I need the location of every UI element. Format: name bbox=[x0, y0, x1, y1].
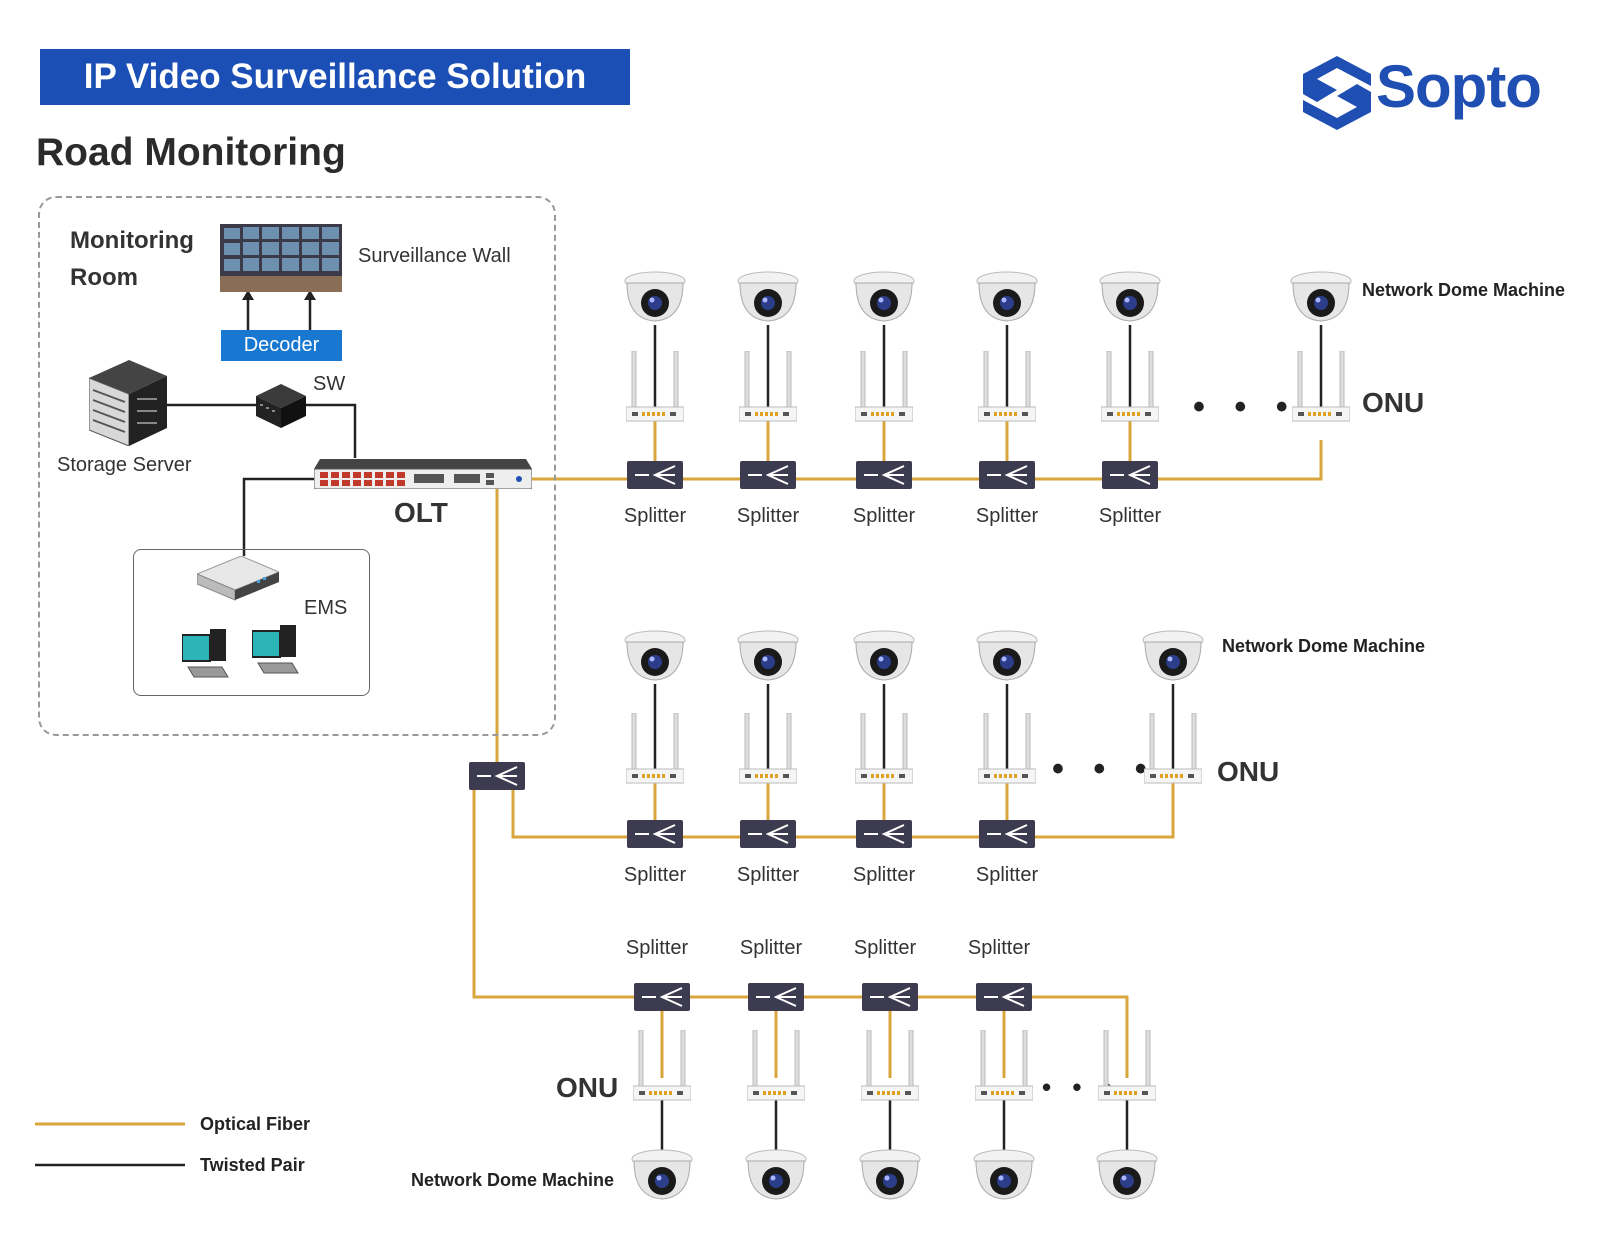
splitter-label: Splitter bbox=[623, 864, 687, 886]
dome-label-row3: Network Dome Machine bbox=[411, 1170, 615, 1190]
splitter-icon bbox=[1102, 461, 1158, 489]
onu-router-icon bbox=[978, 713, 1036, 784]
dome-camera-icon bbox=[624, 271, 686, 322]
splitter-icon bbox=[740, 461, 796, 489]
dots-row2: • • • bbox=[1052, 750, 1157, 788]
dome-label-row2: Network Dome Machine bbox=[1222, 636, 1426, 656]
storage-server-label: Storage Server bbox=[57, 454, 192, 476]
dome-camera-icon bbox=[853, 271, 915, 322]
dome-label-row1: Network Dome Machine bbox=[1362, 280, 1566, 300]
splitter-icon bbox=[740, 820, 796, 848]
splitter-label: Splitter bbox=[975, 505, 1039, 527]
splitter-icon bbox=[976, 983, 1032, 1011]
surveillance-wall-icon bbox=[220, 224, 342, 292]
onu-router-icon bbox=[1144, 713, 1202, 784]
olt-icon bbox=[314, 459, 532, 489]
splitter-label: Splitter bbox=[736, 864, 800, 886]
splitter-label: Splitter bbox=[975, 864, 1039, 886]
onu-router-icon bbox=[1101, 351, 1159, 422]
dome-camera-icon bbox=[859, 1149, 921, 1200]
splitter-label: Splitter bbox=[625, 937, 689, 959]
splitter-icon bbox=[634, 983, 690, 1011]
splitter-label: Splitter bbox=[967, 937, 1031, 959]
onu-router-icon bbox=[739, 351, 797, 422]
storage-server-icon bbox=[89, 360, 167, 446]
splitter-label: Splitter bbox=[739, 937, 803, 959]
splitter-icon bbox=[856, 461, 912, 489]
decoder-box: Decoder bbox=[221, 330, 342, 361]
monitoring-room-title-line2: Room bbox=[70, 264, 138, 291]
dots-row1: • • • bbox=[1193, 388, 1298, 426]
olt-label: OLT bbox=[394, 497, 448, 528]
splitter-icon bbox=[862, 983, 918, 1011]
monitoring-room-box bbox=[38, 196, 556, 736]
onu-router-icon bbox=[855, 351, 913, 422]
ems-computer-right-icon bbox=[252, 625, 299, 674]
onu-router-icon bbox=[739, 713, 797, 784]
splitter-icon bbox=[979, 461, 1035, 489]
brand-name: Sopto bbox=[1376, 53, 1542, 120]
onu-router-icon bbox=[747, 1030, 805, 1101]
dome-camera-icon bbox=[1099, 271, 1161, 322]
onu-router-icon bbox=[978, 351, 1036, 422]
splitter-label: Splitter bbox=[852, 505, 916, 527]
onu-router-icon bbox=[626, 713, 684, 784]
onu-router-icon bbox=[861, 1030, 919, 1101]
section-subtitle: Road Monitoring bbox=[36, 131, 346, 174]
dome-camera-icon bbox=[1290, 271, 1352, 322]
splitter-icon bbox=[979, 820, 1035, 848]
dome-camera-icon bbox=[1096, 1149, 1158, 1200]
ems-computer-left-icon bbox=[182, 629, 229, 678]
ems-server-icon bbox=[197, 556, 279, 601]
onu-label-row3: ONU bbox=[556, 1072, 619, 1103]
splitter-icon bbox=[748, 983, 804, 1011]
splitter-label: Splitter bbox=[852, 864, 916, 886]
onu-router-icon bbox=[633, 1030, 691, 1101]
dome-camera-icon bbox=[973, 1149, 1035, 1200]
dome-camera-icon bbox=[737, 630, 799, 681]
dome-camera-icon bbox=[976, 271, 1038, 322]
onu-label-row1: ONU bbox=[1362, 387, 1425, 418]
splitter-icon bbox=[627, 461, 683, 489]
onu-router-icon bbox=[1098, 1030, 1156, 1101]
onu-label-row2: ONU bbox=[1217, 756, 1280, 787]
onu-router-icon bbox=[1292, 351, 1350, 422]
switch-label: SW bbox=[313, 373, 346, 395]
legend-fiber-label: Optical Fiber bbox=[200, 1114, 311, 1134]
onu-router-icon bbox=[855, 713, 913, 784]
onu-router-icon bbox=[975, 1030, 1033, 1101]
page-title: IP Video Surveillance Solution bbox=[40, 49, 630, 105]
splitter-label: Splitter bbox=[736, 505, 800, 527]
splitter-icon bbox=[856, 820, 912, 848]
splitter-label: Splitter bbox=[623, 505, 687, 527]
splitter-icon bbox=[469, 762, 525, 790]
ems-box bbox=[133, 549, 370, 696]
monitoring-room-title: Monitoring Room bbox=[70, 222, 194, 296]
dome-camera-icon bbox=[624, 630, 686, 681]
dome-camera-icon bbox=[631, 1149, 693, 1200]
surveillance-wall-label: Surveillance Wall bbox=[358, 245, 511, 267]
dome-camera-icon bbox=[853, 630, 915, 681]
switch-icon bbox=[256, 384, 306, 428]
splitter-label: Splitter bbox=[1098, 505, 1162, 527]
legend-twisted-label: Twisted Pair bbox=[200, 1155, 305, 1175]
decoder-arrows bbox=[242, 290, 316, 300]
monitoring-room-title-line1: Monitoring bbox=[70, 227, 194, 254]
dome-camera-icon bbox=[976, 630, 1038, 681]
twisted-lines bbox=[35, 296, 1323, 1167]
splitter-label: Splitter bbox=[853, 937, 917, 959]
dome-camera-icon bbox=[745, 1149, 807, 1200]
sopto-logo-icon bbox=[1303, 56, 1371, 130]
ems-label: EMS bbox=[304, 597, 348, 619]
splitter-icon bbox=[627, 820, 683, 848]
dome-camera-icon bbox=[737, 271, 799, 322]
onu-router-icon bbox=[626, 351, 684, 422]
dome-camera-icon bbox=[1142, 630, 1204, 681]
